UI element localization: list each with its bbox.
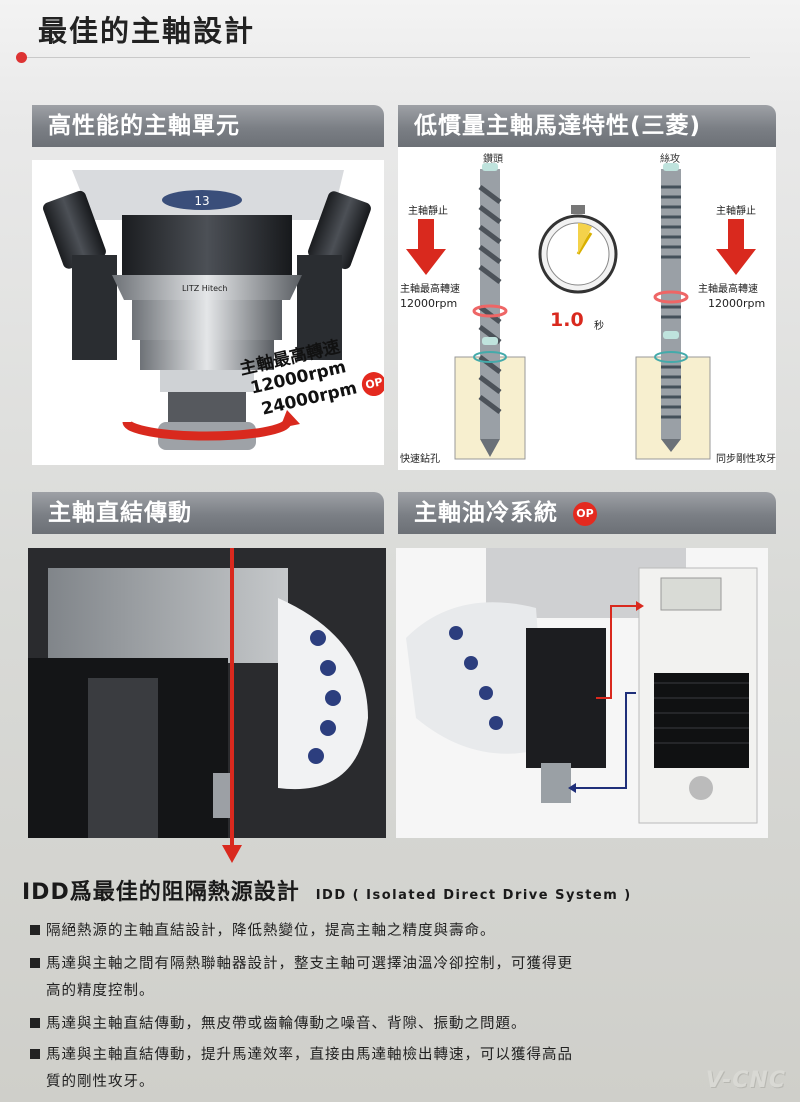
bullet-square-icon xyxy=(30,925,40,935)
section-title: 高性能的主軸單元 xyxy=(48,113,240,139)
section-header-spindle-unit: 高性能的主軸單元 xyxy=(32,105,384,147)
spindle-stop-right: 主軸靜止 xyxy=(716,206,756,217)
max-speed-right: 主軸最高轉速 xyxy=(698,284,758,295)
page-title: 最佳的主軸設計 xyxy=(38,14,256,48)
idd-bullet-4: 馬達與主軸直結傳動，提升馬達效率，直接由馬達軸檢出轉速，可以獲得高品 xyxy=(30,1044,573,1067)
idd-bullet-4-cont: 質的剛性攻牙。 xyxy=(46,1074,155,1090)
motor-diagram xyxy=(406,163,756,460)
section-header-motor: 低慣量主軸馬達特性(三菱) xyxy=(398,105,776,147)
op-badge: OP xyxy=(573,501,598,526)
time-unit: 秒 xyxy=(594,321,604,332)
op-badge: OP xyxy=(359,369,384,399)
tool-number-label: 13 xyxy=(194,194,209,208)
title-red-dot xyxy=(16,52,27,63)
bullet-text: 馬達與主軸直結傳動，無皮帶或齒輪傳動之噪音、背隙、振動之問題。 xyxy=(46,1016,527,1032)
bullet-square-icon xyxy=(30,1018,40,1028)
rpm-left: 12000rpm xyxy=(400,297,458,310)
title-divider xyxy=(22,57,750,58)
idd-bullet-3: 馬達與主軸直結傳動，無皮帶或齒輪傳動之噪音、背隙、振動之問題。 xyxy=(30,1013,527,1036)
idd-heading: IDD爲最佳的阻隔熱源設計 IDD ( Isolated Direct Drive… xyxy=(22,874,632,906)
caption-rigid-tapping: 同步剛性攻牙 xyxy=(716,454,776,465)
spindle-unit-illustration: 13 LITZ Hitech xyxy=(32,160,384,465)
section-title: 低慣量主軸馬達特性(三菱) xyxy=(414,113,702,139)
idd-subtitle: IDD ( Isolated Direct Drive System ) xyxy=(315,888,632,903)
brand-plate: LITZ Hitech xyxy=(182,284,228,293)
idd-title: IDD爲最佳的阻隔熱源設計 xyxy=(22,880,300,905)
rpm-right: 12000rpm xyxy=(708,297,766,310)
bullet-text: 馬達與主軸之間有隔熱聯軸器設計，整支主軸可選擇油溫冷卻控制，可獲得更 xyxy=(46,956,573,972)
section-title: 主軸油冷系統 xyxy=(414,500,558,526)
direct-drive-illustration xyxy=(28,548,386,838)
oil-cooling-illustration xyxy=(396,548,768,838)
drill-label: 鑽頭 xyxy=(483,154,503,165)
idd-bullet-1: 隔絕熱源的主軸直結設計，降低熱變位，提高主軸之精度與壽命。 xyxy=(30,920,496,943)
time-value: 1.0 xyxy=(550,309,584,331)
bullet-square-icon xyxy=(30,1049,40,1059)
direct-drive-photo xyxy=(28,548,386,838)
motor-diagram-panel: 鑽頭 絲攻 主軸靜止 主軸靜止 主軸最高轉速 12000rpm 主軸最高轉速 1… xyxy=(398,147,776,470)
spindle-stop-left: 主軸靜止 xyxy=(408,206,448,217)
idd-bullet-2: 馬達與主軸之間有隔熱聯軸器設計，整支主軸可選擇油溫冷卻控制，可獲得更 xyxy=(30,953,573,976)
bullet-square-icon xyxy=(30,958,40,968)
bullet-text: 馬達與主軸直結傳動，提升馬達效率，直接由馬達軸檢出轉速，可以獲得高品 xyxy=(46,1047,573,1063)
section-title: 主軸直結傳動 xyxy=(48,500,192,526)
section-header-oil-cooling: 主軸油冷系統 OP xyxy=(398,492,776,534)
caption-fast-drilling: 快速鉆孔 xyxy=(400,454,440,465)
tap-label: 絲攻 xyxy=(660,154,680,165)
bullet-text: 隔絕熱源的主軸直結設計，降低熱變位，提高主軸之精度與壽命。 xyxy=(46,923,496,939)
max-speed-left: 主軸最高轉速 xyxy=(400,284,460,295)
oil-cooling-photo xyxy=(396,548,768,838)
direct-drive-arrow-head xyxy=(222,845,242,863)
direct-drive-arrow-line xyxy=(230,548,234,848)
brand-logo-text: V-CNC xyxy=(705,1068,786,1093)
section-header-direct-drive: 主軸直結傳動 xyxy=(32,492,384,534)
spindle-unit-photo: 13 LITZ Hitech 主軸最高轉速 12000rpm 24000rpm … xyxy=(32,160,384,465)
idd-bullet-2-cont: 高的精度控制。 xyxy=(46,983,155,999)
